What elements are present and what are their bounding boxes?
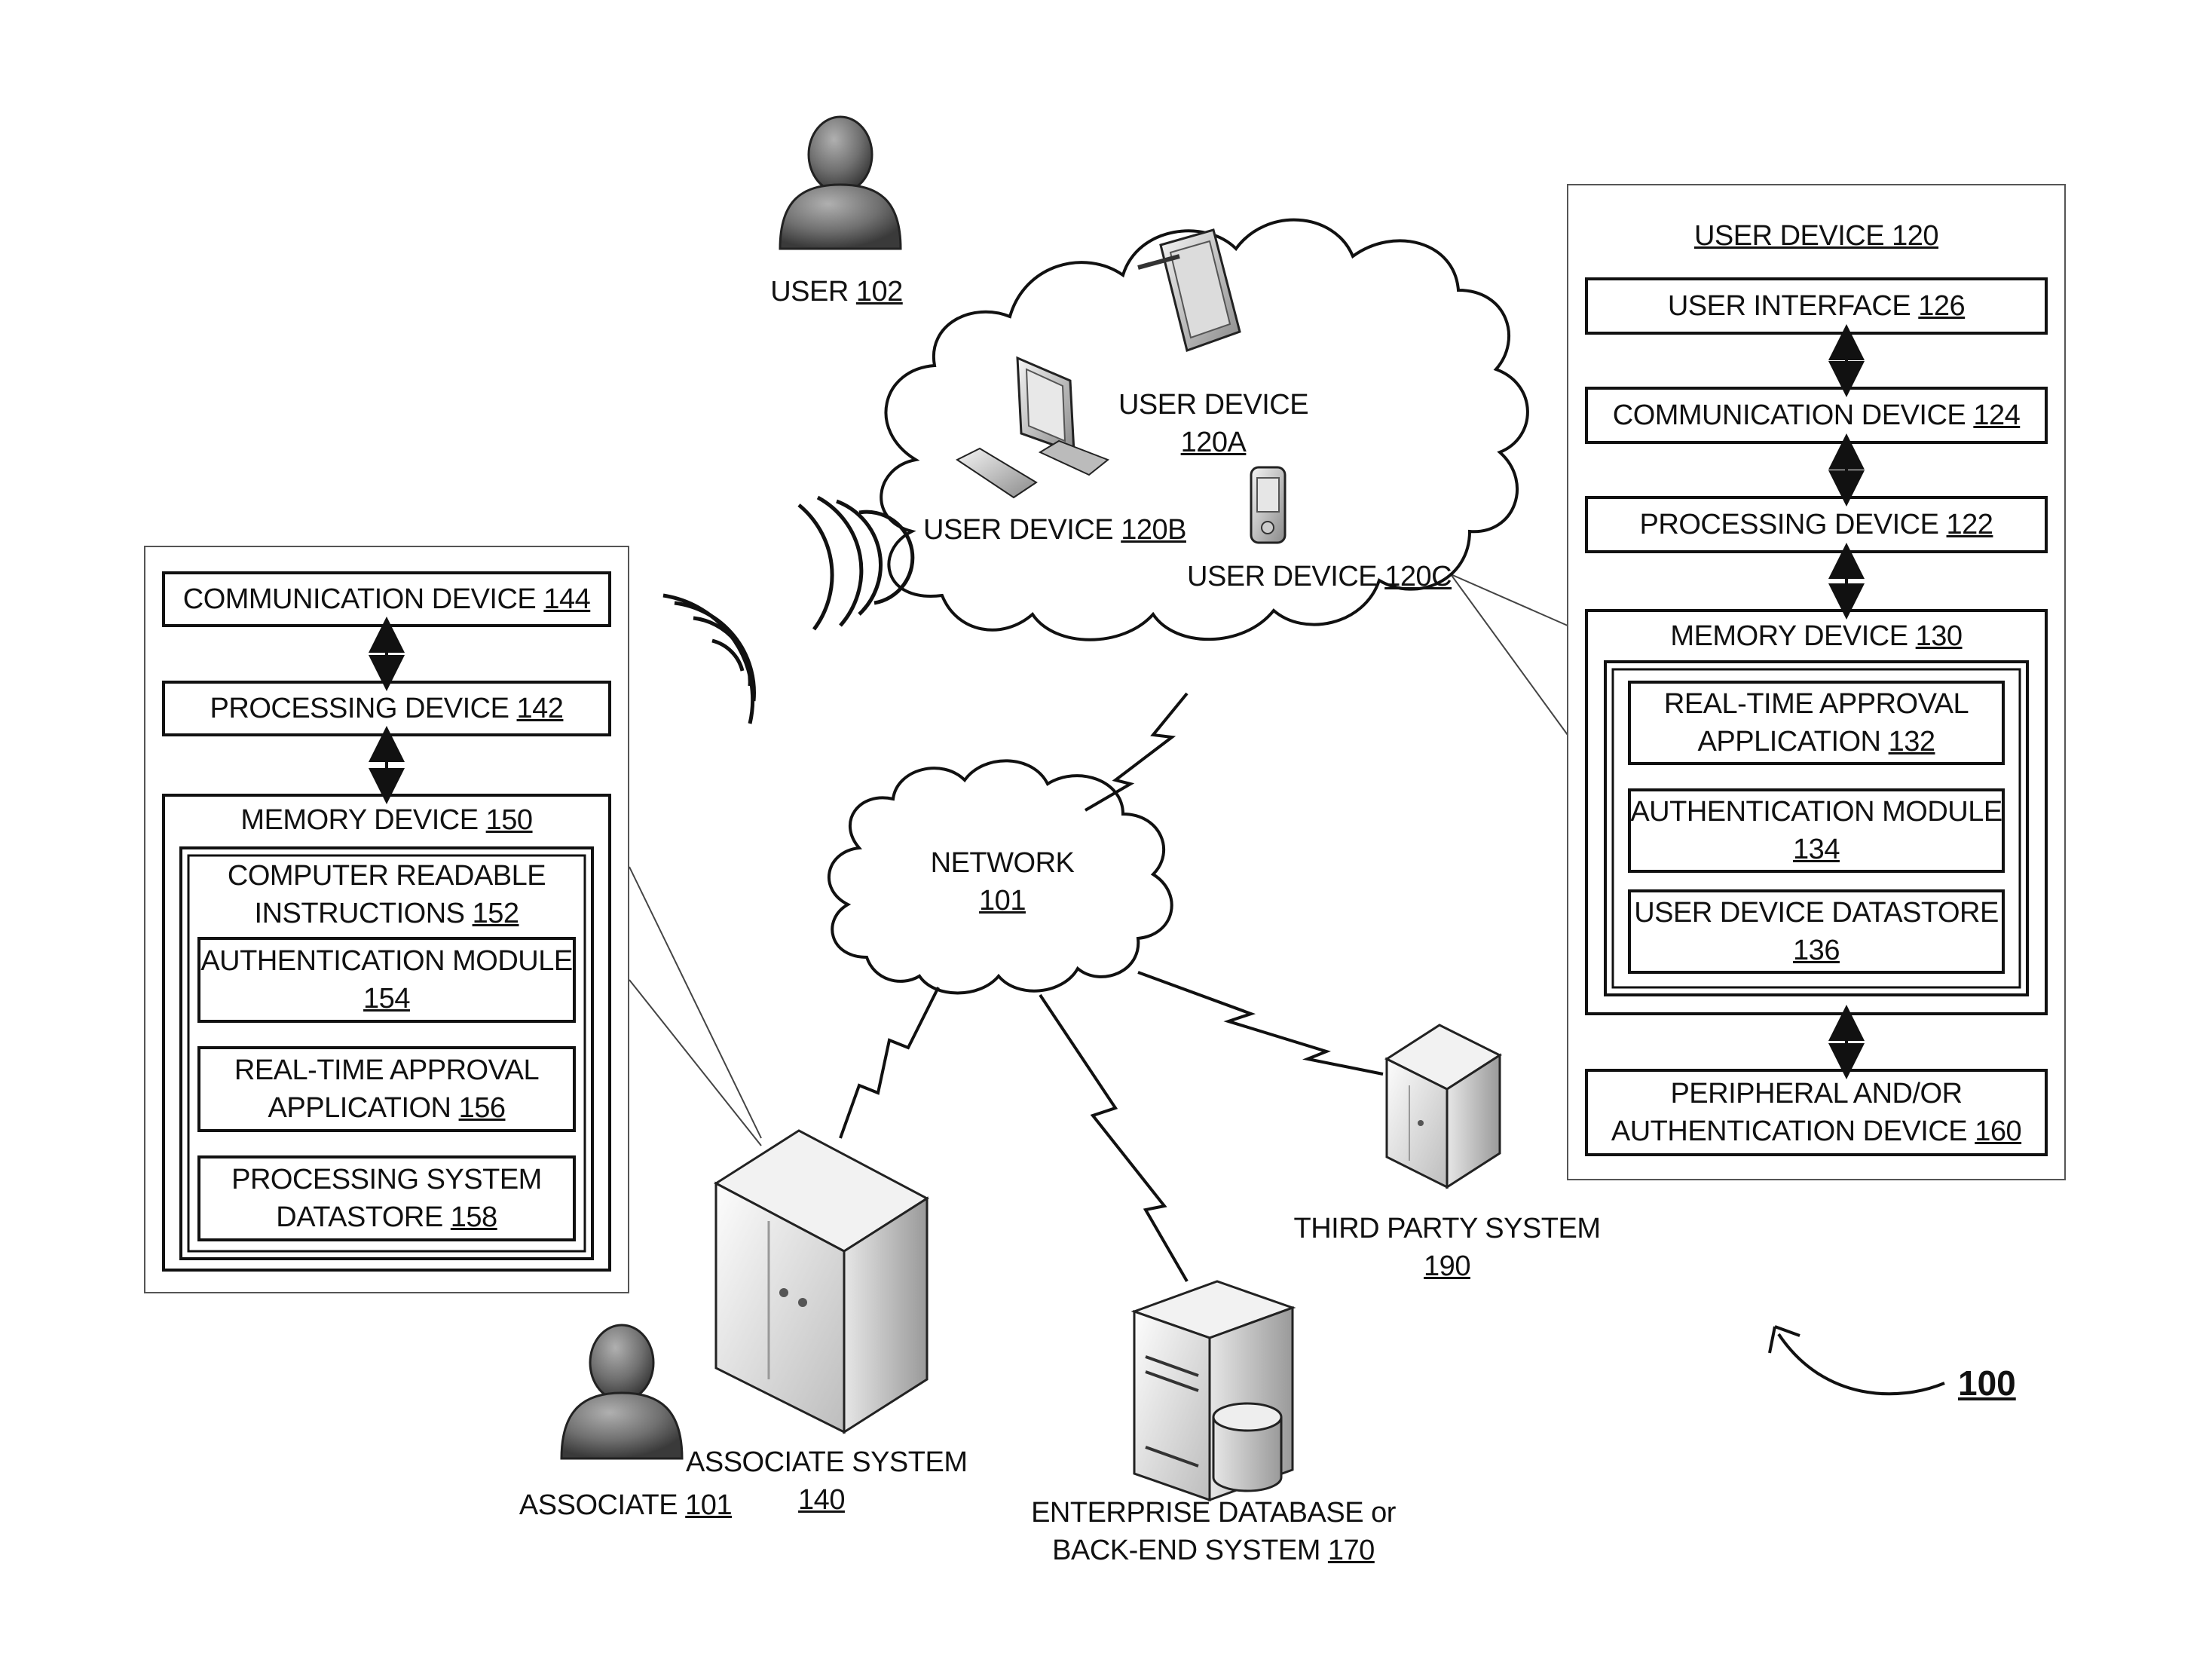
user-interface-126-label: USER INTERFACE 126 [1586,279,2046,333]
third-party-label: THIRD PARTY SYSTEM 190 [1281,1210,1613,1285]
processing-device-122-label: PROCESSING DEVICE 122 [1586,497,2046,552]
memory-device-130-label: MEMORY DEVICE 130 [1586,617,2046,656]
peripheral-160-label: PERIPHERAL AND/OR AUTHENTICATION DEVICE … [1586,1070,2046,1155]
processing-device-142-label: PROCESSING DEVICE 142 [164,682,610,735]
user-ref: 102 [856,276,903,308]
user-label: USER 102 [754,273,919,311]
datastore-136-label: USER DEVICE DATASTORE 136 [1629,891,2003,972]
associate-system-label: ASSOCIATE SYSTEM 140 [686,1443,957,1519]
rta-132-label: REAL-TIME APPROVAL APPLICATION 132 [1629,682,2003,764]
user-device-b-ref: 120B [1121,514,1186,546]
cri-152-label: COMPUTER READABLE INSTRUCTIONS 152 [188,855,585,934]
communication-device-124-label: COMMUNICATION DEVICE 124 [1586,388,2046,442]
user-device-c-label: USER DEVICE 120C [1187,558,1451,595]
user-device-panel-title: USER DEVICE 120 [1586,216,2046,256]
user-device-a-label: USER DEVICE 120A [1108,386,1319,461]
auth-module-154-label: AUTHENTICATION MODULE 154 [199,938,574,1021]
enterprise-db-label: ENTERPRISE DATABASE or BACK-END SYSTEM 1… [1025,1494,1402,1569]
associate-system-ref: 140 [798,1481,845,1519]
network-ref: 101 [979,882,1026,920]
third-party-ref: 190 [1424,1247,1470,1285]
enterprise-db-ref: 170 [1328,1535,1375,1566]
communication-device-144-label: COMMUNICATION DEVICE 144 [164,573,610,626]
user-device-a-ref: 120A [1181,424,1247,461]
datastore-158-label: PROCESSING SYSTEM DATASTORE 158 [199,1157,574,1240]
memory-device-150-label: MEMORY DEVICE 150 [164,800,610,840]
user-device-b-label: USER DEVICE 120B [923,511,1179,549]
auth-module-134-label: AUTHENTICATION MODULE 134 [1629,790,2003,871]
rta-156-label: REAL-TIME APPROVAL APPLICATION 156 [199,1048,574,1131]
figure-ref: 100 [1958,1363,2016,1403]
user-device-c-ref: 120C [1384,561,1452,592]
network-label: NETWORK 101 [904,844,1100,920]
